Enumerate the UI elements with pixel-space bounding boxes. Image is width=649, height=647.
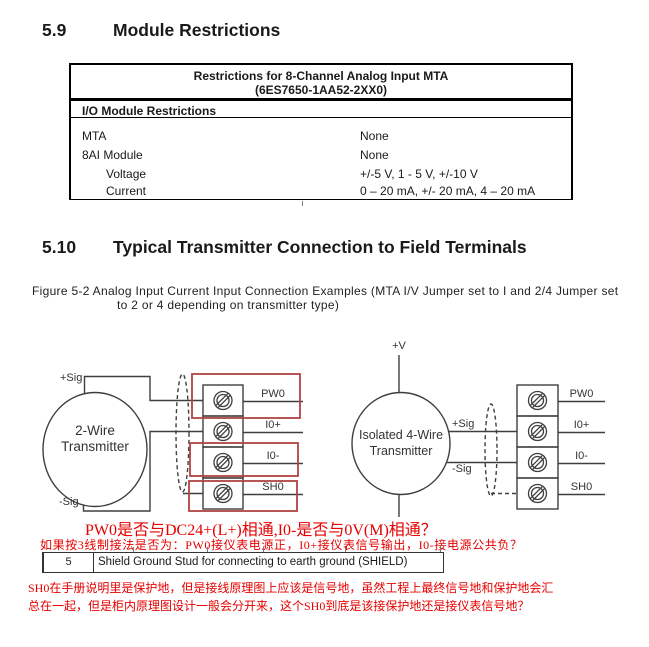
red-highlight-boxes [188,373,301,512]
left-transmitter-name-line1: 2-Wire [75,423,115,438]
left-terminal-label-i0minus: I0- [266,450,280,462]
remnant-tick-4 [345,547,346,552]
red-box-pw0 [191,373,301,419]
right-terminal-label-sh0: SH0 [570,481,593,493]
section-5-9-title: Module Restrictions [113,20,281,40]
row-label-voltage: Voltage [106,167,147,181]
section-5-10-title: Typical Transmitter Connection to Field … [113,237,527,257]
section-5-9-number: 5.9 [42,20,67,40]
right-transmitter-circle [351,391,451,496]
section-5-10-number: 5.10 [42,237,77,257]
table-remnant-tick [302,201,303,206]
right-terminal-block [516,384,559,510]
row-label-8ai: 8AI Module [82,148,143,162]
red-box-sh0 [188,480,298,512]
table-thin-divider [71,117,571,118]
left-cable-shield-ellipse [175,373,190,493]
table-thick-divider [71,98,571,101]
row-label-current: Current [106,184,147,198]
right-transmitter-name-line1: Isolated 4-Wire [358,428,444,442]
left-terminal-label-sh0: SH0 [262,481,284,493]
row-value-mta: None [360,129,389,143]
left-plus-sig-wire [83,375,203,402]
table-subheader: I/O Module Restrictions [82,104,217,118]
left-terminal-label-pw0: PW0 [261,388,285,400]
right-plus-sig-label: +Sig [452,418,475,430]
figure-5-2-diagram [42,355,605,517]
right-plus-v-label: +V [392,340,406,352]
shield-ground-row: 5 Shield Ground Stud for connecting to e… [42,552,444,573]
table-title-line1: Restrictions for 8-Channel Analog Input … [193,69,449,83]
figure-caption-line2: to 2 or 4 depending on transmitter type) [117,298,340,312]
left-transmitter-name-line2: Transmitter [61,439,129,454]
right-terminal-label-pw0: PW0 [569,388,594,400]
row-label-mta: MTA [82,129,107,143]
right-terminal-label-i0minus: I0- [575,450,588,462]
right-screw-terminals [527,390,548,504]
left-terminal-block [202,384,244,510]
table-title-line2: (6ES7650-1AA52-2XX0) [254,83,388,97]
right-cable-shield-ellipse [484,403,498,497]
left-plus-sig-label: +Sig [60,372,83,384]
red-box-i0minus [189,442,299,477]
annotation-line3: SH0在手册说明里是保护地，但是接线原理图上应该是信号地，虽然工程上最终信号地和… [28,581,554,595]
shield-row-description: Shield Ground Stud for connecting to ear… [98,556,408,568]
shield-row-number: 5 [44,553,94,572]
right-terminal-label-lines [558,400,605,496]
restrictions-table: Restrictions for 8-Channel Analog Input … [69,63,573,200]
row-value-8ai: None [360,148,389,162]
annotation-line4: 总在一起，但是柜内原理图设计一般会分开来，这个SH0到底是该接保护地还是接仪表信… [28,599,530,613]
remnant-tick-1 [133,547,134,552]
right-terminal-label-i0plus: I0+ [573,419,590,431]
right-minus-sig-label: -Sig [452,463,472,475]
remnant-tick-5 [440,545,441,552]
left-terminal-label-lines [243,400,303,496]
remnant-tick-3 [263,547,264,552]
left-transmitter-circle [42,391,148,508]
annotation-line1: PW0是否与DC24+(L+)相通,I0-是否与0V(M)相通？ [85,522,437,539]
left-minus-sig-wire [82,430,203,512]
left-terminal-label-i0plus: I0+ [265,419,281,431]
figure-caption-line1: Figure 5-2 Analog Input Current Input Co… [32,284,619,298]
left-minus-sig-label: -Sig [59,496,79,508]
right-transmitter-name-line2: Transmitter [369,444,433,458]
row-value-current: 0 – 20 mA, +/- 20 mA, 4 – 20 mA [360,184,536,198]
left-screw-terminals [213,390,233,504]
annotation-line2: 如果按3线制接法是否为：PW0接仪表电源正，I0+接仪表信号输出，I0-接电源公… [40,538,523,552]
row-value-voltage: +/-5 V, 1 - 5 V, +/-10 V [360,167,478,181]
remnant-tick-2 [207,547,208,552]
